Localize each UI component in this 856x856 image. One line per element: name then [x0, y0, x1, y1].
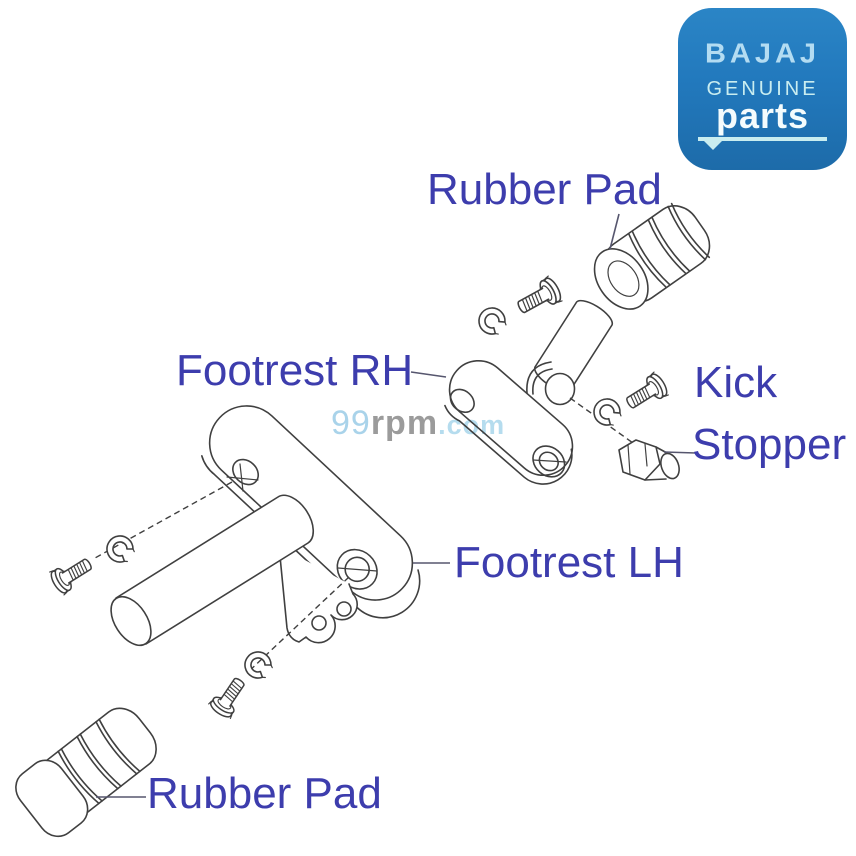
bracket-hole-1	[311, 615, 327, 631]
leader-stopper	[663, 451, 697, 454]
label-footrest-rh: Footrest RH	[176, 346, 414, 395]
bolt-rh	[512, 274, 565, 322]
hole-tick-rh	[532, 459, 567, 463]
leader-rubber-pad-top	[609, 213, 620, 250]
axis-lh-bottom	[246, 576, 350, 674]
logo-parts-text: parts	[715, 95, 810, 136]
label-rubber-pad-bottom: Rubber Pad	[147, 769, 382, 818]
watermark-number: 99	[331, 404, 371, 442]
watermark-name: rpm	[370, 404, 439, 442]
leader-footrest-rh	[410, 371, 447, 378]
circlip-lh-bottom	[239, 646, 278, 685]
bolt-stopper	[620, 370, 672, 417]
footrest-lh-peg-end	[110, 595, 152, 647]
kick-stopper-part	[618, 439, 680, 481]
logo-underline	[698, 137, 827, 151]
stopper-boss-ball	[544, 372, 576, 406]
circlip-stopper	[587, 392, 627, 432]
bracket-hole-2	[336, 601, 352, 617]
circlip-rh	[472, 301, 512, 341]
bajaj-genuine-parts-logo: BAJAJ GENUINE parts	[678, 8, 847, 170]
bolt-lh-bottom	[206, 672, 252, 722]
stopper-boss-ridge	[526, 361, 553, 395]
footrest-lh-peg	[115, 494, 315, 645]
label-footrest-lh: Footrest LH	[454, 538, 684, 587]
watermark-domain: .com	[438, 410, 506, 440]
label-kick: Kick	[694, 358, 778, 407]
label-rubber-pad-top: Rubber Pad	[427, 165, 662, 214]
rubber-pad-rh	[593, 202, 711, 310]
label-stopper: Stopper	[692, 420, 847, 469]
logo-genuine-text: GENUINE	[706, 78, 819, 100]
bolt-lh-top	[46, 550, 98, 597]
footrest-lh-bracket	[278, 545, 358, 644]
footrest-rh-peg	[533, 299, 614, 393]
hole-centermarks-lh	[226, 463, 378, 572]
rubber-pad-lh	[15, 707, 157, 838]
axis-stopper	[569, 397, 634, 444]
logo-arrow-icon	[702, 139, 724, 151]
footrest-rh-plate	[444, 359, 574, 485]
logo-brand-text: BAJAJ	[704, 38, 821, 70]
axis-lh-top	[94, 481, 233, 559]
watermark: 99 rpm .com	[331, 404, 505, 443]
